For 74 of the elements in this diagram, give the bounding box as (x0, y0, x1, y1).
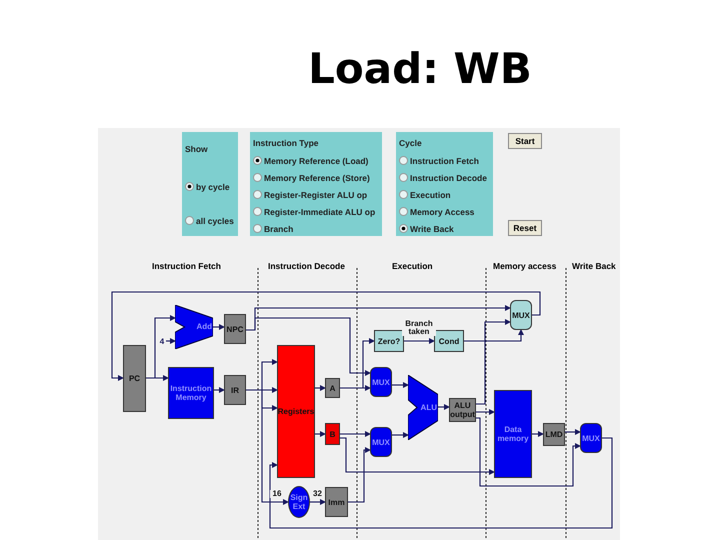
arrow (476, 417, 581, 487)
register-box: LMD (543, 423, 565, 446)
stage-label: Write Back (572, 261, 616, 271)
arrow (392, 432, 409, 438)
arrow (246, 389, 289, 505)
arrow (340, 431, 371, 437)
arrow (340, 385, 371, 391)
edge-label: 32 (311, 490, 324, 498)
register-box: IR (224, 375, 246, 405)
arrow (476, 319, 511, 405)
stage-label: Instruction Fetch (152, 261, 221, 271)
register-file: Registers (277, 345, 315, 478)
push-button: Reset (508, 220, 542, 236)
arrow (111, 291, 541, 381)
push-button: Start (508, 133, 542, 149)
multiplexer: MUX (510, 300, 532, 330)
arrow (246, 317, 371, 376)
multiplexer: MUX (370, 427, 392, 457)
arrow (348, 447, 371, 503)
arrow (565, 429, 581, 435)
arrow (166, 338, 176, 344)
slide-title: Load: WB (307, 44, 533, 93)
options-panel (396, 132, 493, 236)
stage-label: Memory access (493, 261, 556, 271)
option-label: Memory Access (410, 206, 474, 216)
memory-block: Data memory (494, 390, 532, 478)
arrow (404, 338, 435, 344)
option-label: by cycle (196, 182, 230, 192)
adder-label: Add (196, 322, 212, 331)
arrow (464, 329, 524, 342)
register-box: NPC (224, 314, 246, 344)
arrow (213, 324, 225, 330)
option-label: Instruction Fetch (410, 156, 479, 166)
stage-label: Execution (392, 261, 433, 271)
option-label: Instruction Decode (410, 172, 487, 182)
options-panel (182, 132, 238, 236)
option-label: all cycles (196, 216, 234, 226)
register-box: A (325, 378, 340, 398)
multiplexer: MUX (580, 423, 602, 453)
panel-heading: Show (185, 144, 209, 154)
option-label: Write Back (410, 224, 454, 234)
alu-label: ALU (420, 402, 437, 412)
arrow (315, 385, 326, 391)
arrow (340, 437, 495, 475)
panel-heading: Cycle (399, 138, 423, 148)
arrow (438, 404, 450, 410)
arrow (392, 382, 409, 388)
option-label: Execution (410, 190, 451, 200)
option-label: Branch (264, 224, 294, 234)
option-label: Memory Reference (Load) (264, 156, 368, 166)
register-box: PC (123, 345, 146, 412)
arrow (214, 387, 225, 393)
arrow (269, 437, 613, 529)
register-box: Imm (325, 487, 348, 517)
arrow (532, 431, 544, 437)
options-panel (250, 132, 382, 236)
arrow (476, 409, 495, 415)
register-box: ALU output (449, 398, 476, 422)
arrow (315, 431, 326, 437)
logic-box: Zero? (374, 330, 404, 352)
edge-label: Branch taken (402, 320, 436, 336)
stage-label: Instruction Decode (268, 261, 345, 271)
memory-block: Instruction Memory (168, 367, 214, 419)
arrow (310, 499, 326, 505)
multiplexer: MUX (370, 367, 392, 397)
register-box: B (325, 423, 340, 445)
panel-heading: Instruction Type (253, 138, 320, 148)
option-label: Register-Register ALU op (264, 190, 368, 200)
logic-box: Cond (434, 330, 464, 352)
edge-label: 16 (270, 490, 284, 498)
constant-label: 4 (158, 335, 166, 347)
option-label: Register-Immediate ALU op (264, 206, 376, 216)
option-label: Memory Reference (Store) (264, 172, 370, 182)
arrow (146, 375, 169, 381)
